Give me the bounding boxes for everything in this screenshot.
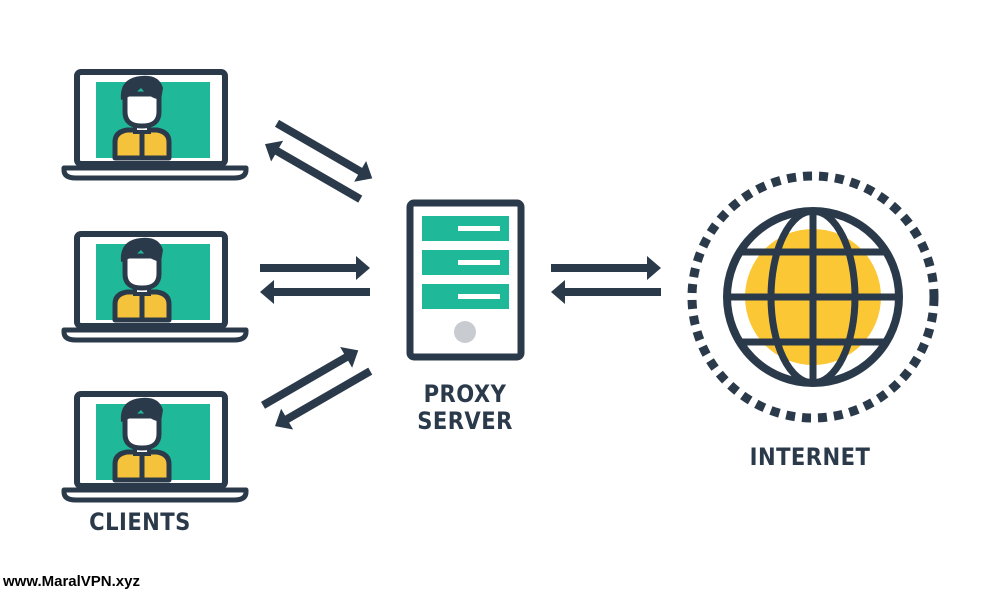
internet-label: INTERNET xyxy=(749,443,871,471)
bidirectional-arrows-icon xyxy=(257,339,377,437)
client-laptop-1 xyxy=(64,72,246,178)
watermark-url: www.MaralVPN.xyz xyxy=(3,573,140,590)
server-rack-icon xyxy=(406,199,525,361)
client-laptop-2 xyxy=(64,234,246,340)
client-laptop-3 xyxy=(64,394,246,500)
laptop-user-icon xyxy=(64,394,246,500)
globe-icon xyxy=(687,171,939,423)
bidirectional-arrows-icon xyxy=(259,112,379,210)
bidirectional-arrows-icon xyxy=(260,256,370,304)
laptop-user-icon xyxy=(64,72,246,178)
arrows-client3-proxy xyxy=(257,339,377,437)
arrows-client1-proxy xyxy=(259,112,379,210)
server-label: SERVER xyxy=(417,407,513,435)
laptop-user-icon xyxy=(64,234,246,340)
clients-label: CLIENTS xyxy=(89,508,191,536)
arrows-proxy-internet xyxy=(551,256,661,304)
bidirectional-arrows-icon xyxy=(551,256,661,304)
arrows-client2-proxy xyxy=(260,256,370,304)
proxy-label: PROXY xyxy=(423,380,507,408)
